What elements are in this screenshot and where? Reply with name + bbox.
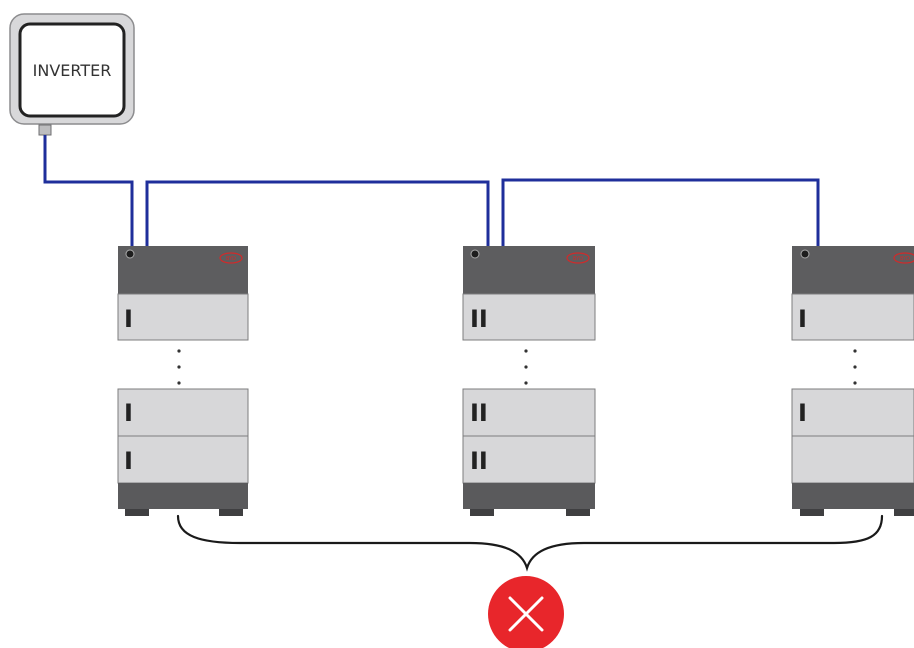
module-label: I (798, 399, 807, 427)
battery-module (462, 293, 596, 341)
svg-text:BYD: BYD (900, 256, 910, 262)
svg-text:BYD: BYD (226, 256, 236, 262)
cable-tower-1-to-tower-2 (145, 180, 490, 248)
inverter-port (38, 124, 52, 136)
battery-module (791, 435, 914, 484)
battery-module (117, 435, 249, 484)
module-label: I (798, 305, 807, 333)
svg-text:BYD: BYD (573, 256, 583, 262)
not-allowed-indicator (488, 576, 564, 648)
bms-unit (792, 246, 914, 294)
inverter-inner (18, 22, 126, 118)
inverter: INVERTER (9, 13, 135, 136)
cables (43, 135, 820, 248)
foot (894, 509, 914, 516)
foot (219, 509, 243, 516)
power-button-icon (800, 249, 810, 259)
tower-base (463, 483, 595, 509)
ellipsis-dots (524, 349, 528, 385)
battery-module (791, 388, 914, 437)
foot (125, 509, 149, 516)
tower-base (118, 483, 248, 509)
module-label: II (470, 305, 488, 333)
battery-module (462, 435, 596, 484)
power-button-icon (470, 249, 480, 259)
foot (566, 509, 590, 516)
grouping-brace (176, 514, 884, 572)
foot (800, 509, 824, 516)
foot (470, 509, 494, 516)
x-mark-stroke (508, 596, 544, 632)
ellipsis-dots (853, 349, 857, 385)
battery-tower-1: BYD I I I (117, 246, 249, 516)
cable-tower-2-to-tower-3 (501, 178, 820, 248)
tower-base (792, 483, 914, 509)
battery-module (117, 388, 249, 437)
power-button-icon (125, 249, 135, 259)
module-label: II (470, 447, 488, 475)
battery-tower-3: BYD I I (791, 246, 914, 516)
module-label: II (470, 399, 488, 427)
ellipsis-dots (177, 349, 181, 385)
battery-module (117, 293, 249, 341)
brand-logo: BYD (566, 252, 590, 264)
battery-module (791, 293, 914, 341)
inverter-label: INVERTER (33, 61, 112, 80)
battery-tower-2: BYD II II II (462, 246, 596, 516)
module-label: I (124, 305, 133, 333)
brand-logo: BYD (219, 252, 243, 264)
module-label: I (124, 447, 133, 475)
module-label: I (124, 399, 133, 427)
brand-logo: BYD (893, 252, 914, 264)
battery-module (462, 388, 596, 437)
cable-inverter-to-tower-1 (43, 135, 134, 248)
